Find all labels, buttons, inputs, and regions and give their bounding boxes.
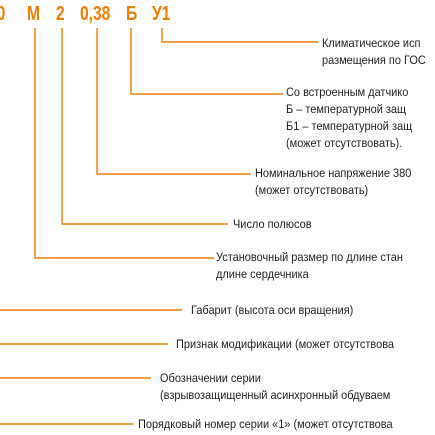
annotation-line: Порядковый номер серии «1» (может отсутс… — [138, 417, 393, 431]
annotation-line: Число полюсов — [233, 217, 312, 231]
code-part-mounting-size: M — [27, 3, 41, 25]
annotation-mounting-size: Установочный размер по длине стан длине … — [216, 249, 403, 283]
annotation-voltage: Номинальное напряжение 380 (может отсутс… — [255, 165, 411, 199]
annotation-line: Б1 – температурной защ — [286, 119, 413, 133]
leader-line-poles — [61, 28, 228, 225]
leader-line-climatic — [161, 28, 318, 43]
annotation-line: Климатическое исп — [322, 36, 421, 50]
annotation-line: (может отсутствовать) — [255, 183, 369, 197]
annotation-line: (может отсутствовать). — [286, 136, 403, 150]
annotation-line: Б – температурной защ — [286, 102, 407, 116]
annotation-line: Номинальное напряжение 380 — [255, 166, 412, 180]
code-part-sensor: Б — [126, 3, 138, 25]
annotation-line: Габарит (высота оси вращения) — [191, 303, 354, 317]
code-part-voltage: 0,38 — [80, 3, 111, 25]
code-part-climatic: У1 — [152, 3, 171, 25]
code-part-poles: 2 — [56, 3, 65, 25]
annotation-modification: Признак модификации (может отсутствова — [176, 336, 394, 353]
annotation-climatic: Климатическое исп размещения по ГОС — [322, 35, 426, 69]
annotation-line: Признак модификации (может отсутствова — [176, 337, 395, 351]
code-part-dimension: 30 — [0, 2, 5, 26]
annotation-line: длине сердечника — [216, 267, 309, 281]
leader-line-sensor — [130, 28, 283, 95]
annotation-line: Со встроенным датчико — [286, 85, 409, 99]
leader-line-mounting-size — [34, 28, 214, 259]
annotation-dimension: Габарит (высота оси вращения) — [191, 302, 353, 319]
annotation-poles: Число полюсов — [233, 216, 312, 233]
annotation-line: (взрывозащищенный асинхронный обдуваем — [160, 388, 391, 402]
annotation-line: размещения по ГОС — [322, 53, 426, 67]
annotation-sensor: Со встроенным датчико Б – температурной … — [286, 84, 412, 152]
annotation-line: Обозначении серии — [160, 371, 261, 385]
annotation-series: Обозначении серии (взрывозащищенный асин… — [160, 370, 390, 404]
annotation-line: Установочный размер по длине стан — [216, 250, 403, 264]
annotation-serial-number: Порядковый номер серии «1» (может отсутс… — [138, 416, 393, 433]
leader-line-voltage — [96, 28, 251, 175]
